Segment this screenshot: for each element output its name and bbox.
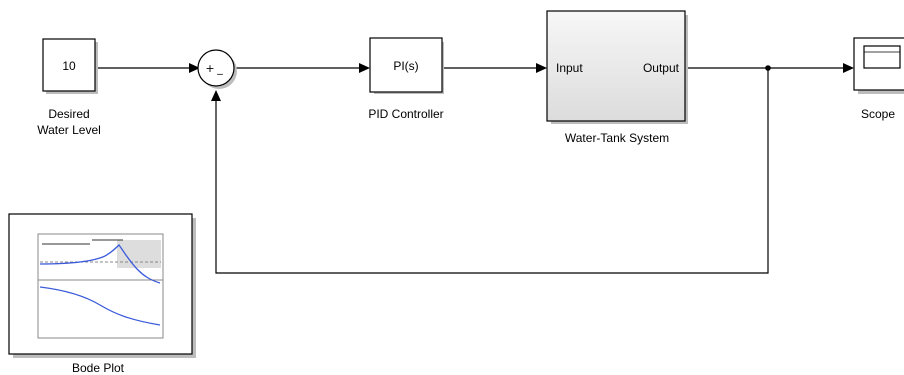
sum-plus-sign: + [205, 62, 214, 75]
bode-label: Bode Plot [72, 361, 125, 375]
constant-block[interactable]: 10 [42, 38, 98, 94]
tank-output-port-label: Output [643, 61, 680, 75]
sum-block-body[interactable] [197, 49, 235, 87]
constant-label-line1: Desired [48, 107, 89, 121]
bode-highlight-region [117, 240, 161, 268]
tank-input-port-label: Input [556, 61, 583, 75]
branch-point [765, 65, 771, 71]
arrowheads [189, 63, 854, 101]
pid-block-body[interactable] [369, 37, 443, 93]
arrowhead-sum-feedback [211, 90, 221, 101]
scope-screen-icon [863, 45, 901, 69]
scope-block[interactable] [853, 37, 904, 94]
constant-label-line2: Water Level [37, 123, 101, 137]
constant-block-body[interactable] [42, 38, 96, 92]
bode-phase-curve [39, 286, 161, 326]
sum-minus-sign: _ [216, 62, 223, 75]
arrowhead-scope-input [843, 63, 854, 73]
signal-feedback[interactable] [215, 68, 769, 274]
arrowhead-tank-input [536, 63, 547, 73]
bode-plot-block[interactable] [8, 213, 196, 358]
pid-controller-block[interactable]: PI(s) [369, 37, 444, 94]
pid-block-text: PI(s) [393, 59, 418, 73]
constant-value: 10 [62, 59, 76, 73]
water-tank-subsystem-block[interactable]: Input Output [546, 10, 688, 124]
sum-block[interactable]: + _ [197, 49, 237, 89]
bode-magnitude-curve [39, 243, 161, 284]
tank-label: Water-Tank System [565, 131, 669, 145]
pid-label: PID Controller [368, 107, 443, 121]
arrowhead-sum-input [189, 63, 200, 73]
tank-block-body[interactable] [546, 10, 686, 122]
scope-label: Scope [861, 107, 895, 121]
arrowhead-pid-input [359, 63, 370, 73]
signal-lines [98, 67, 846, 274]
